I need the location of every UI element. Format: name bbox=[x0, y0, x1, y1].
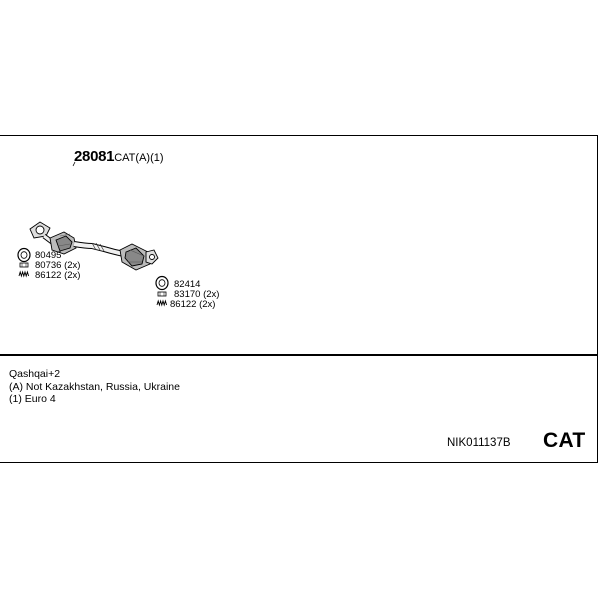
note-a: (A) Not Kazakhstan, Russia, Ukraine bbox=[9, 380, 180, 393]
rear-flange bbox=[145, 249, 159, 265]
note-1: (1) Euro 4 bbox=[9, 393, 56, 405]
nut-icon bbox=[19, 262, 29, 268]
main-part-suffix: CAT(A)(1) bbox=[114, 152, 164, 164]
middle-pipe bbox=[73, 241, 125, 257]
part-label-6: 86122 (2x) bbox=[170, 299, 215, 310]
part-label-5: 83170 (2x) bbox=[174, 289, 219, 300]
spring-icon bbox=[18, 270, 30, 278]
part-label-1: 80495 bbox=[35, 250, 61, 261]
catalyst-rear bbox=[119, 243, 151, 271]
drawing-frame bbox=[0, 135, 598, 463]
reference-code: NIK011137B bbox=[447, 437, 511, 449]
section-divider bbox=[0, 354, 598, 356]
spring-icon bbox=[156, 299, 168, 307]
model-name: Qashqai+2 bbox=[9, 368, 61, 380]
gasket-ring-icon bbox=[155, 275, 169, 291]
notes-block: Qashqai+2 (A) Not Kazakhstan, Russia, Uk… bbox=[9, 368, 180, 406]
main-part-label: 28081CAT(A)(1) bbox=[74, 148, 164, 165]
gasket-ring-icon bbox=[17, 247, 31, 263]
catalyst-front bbox=[49, 231, 77, 255]
category-code: CAT bbox=[543, 429, 586, 452]
part-label-3: 86122 (2x) bbox=[35, 270, 80, 281]
part-label-4: 82414 bbox=[174, 279, 200, 290]
front-flange bbox=[29, 221, 51, 239]
main-part-number: 28081 bbox=[74, 148, 115, 165]
leader-line bbox=[72, 161, 76, 167]
nut-icon bbox=[157, 291, 167, 297]
part-label-2: 80736 (2x) bbox=[35, 260, 80, 271]
